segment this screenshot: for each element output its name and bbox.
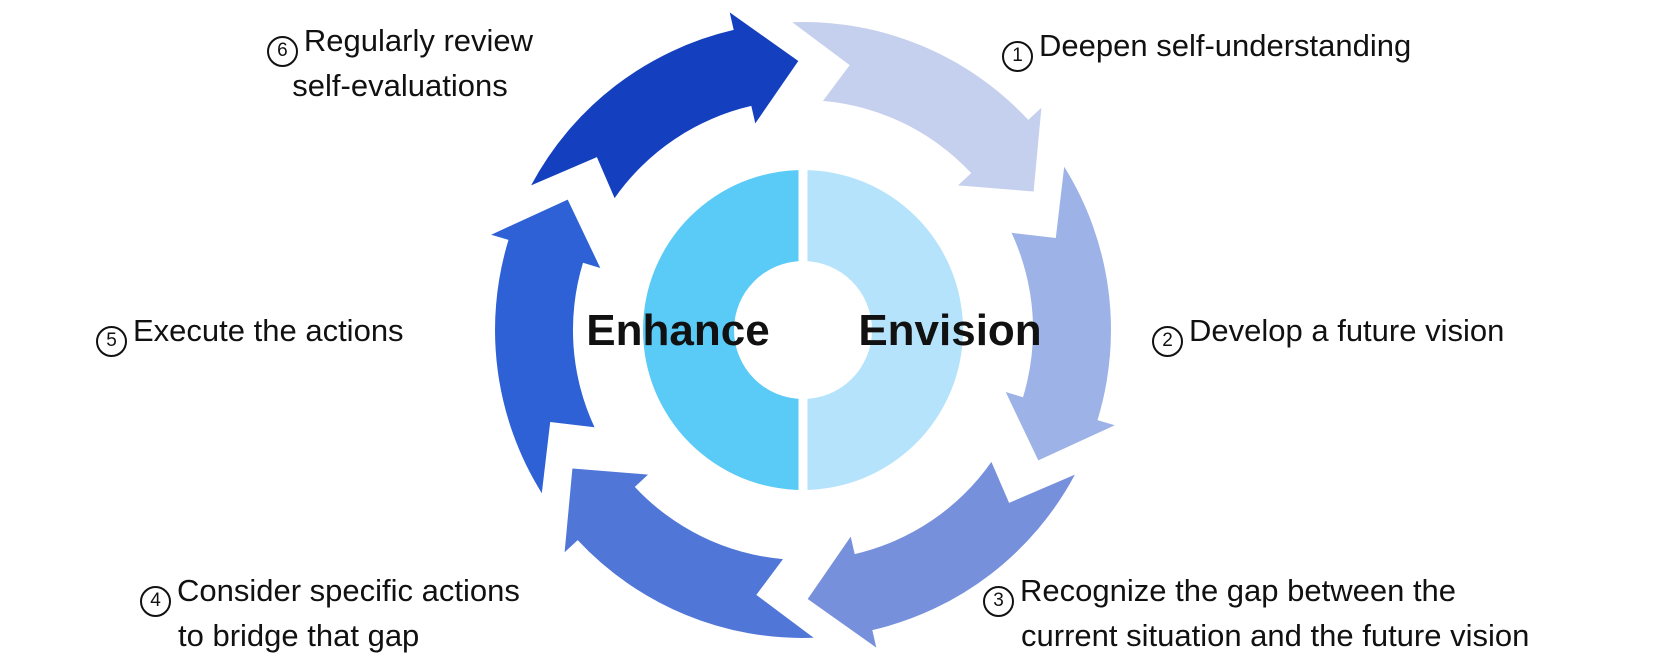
center-label-envision: Envision [858, 306, 1041, 355]
step-label-1-text: Deepen self-understanding [1039, 28, 1412, 63]
step-1-number-badge: 1 [1002, 40, 1033, 72]
step-label-6-line-2: self-evaluations [240, 67, 560, 105]
step-label-2-text: Develop a future vision [1189, 313, 1505, 348]
cycle-arrows [491, 12, 1115, 648]
cycle-arrow-step-4 [564, 468, 814, 638]
cycle-arrow-step-3 [807, 461, 1075, 648]
cycle-arrow-step-5 [491, 199, 601, 494]
cycle-arrow-step-1 [792, 22, 1042, 192]
step-label-3-line-2: current situation and the future vision [1021, 617, 1529, 655]
center-label-enhance: Enhance [586, 306, 769, 355]
cycle-arrow-step-2 [1005, 166, 1115, 461]
step-2-number-badge: 2 [1152, 325, 1183, 357]
step-label-6-text-line-2: self-evaluations [292, 67, 508, 103]
step-label-4-text-line-1: Consider specific actions [177, 573, 520, 608]
donut-envision-half [803, 170, 963, 490]
step-label-3-text-line-1: Recognize the gap between the [1020, 573, 1457, 608]
step-3-number-badge: 3 [983, 585, 1014, 617]
step-6-number-badge: 6 [266, 35, 298, 67]
step-4-number-badge: 4 [140, 585, 171, 617]
step-label-6-text-line-1: Regularly review [303, 23, 534, 58]
cycle-arrow-step-6 [531, 12, 799, 199]
step-label-5-text: Execute the actions [133, 313, 404, 348]
donut-divider [798, 164, 808, 496]
step-label-3-text-line-2: current situation and the future vision [1021, 617, 1530, 653]
donut-enhance-half [643, 170, 803, 490]
step-5-number-badge: 5 [96, 325, 127, 357]
step-label-4-text-line-2: to bridge that gap [178, 617, 420, 653]
step-label-4-line-2: to bridge that gap [178, 617, 520, 655]
